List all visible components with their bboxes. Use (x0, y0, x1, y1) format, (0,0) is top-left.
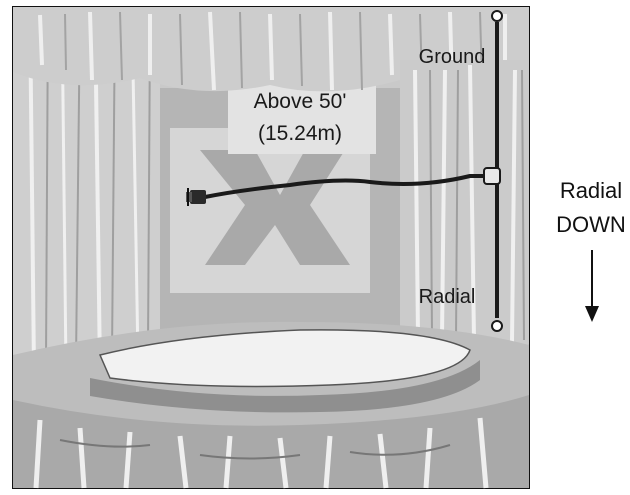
feedpoint-icon (484, 168, 500, 184)
height-label-line1: Above 50' (254, 90, 347, 113)
radial-end-cap-icon (492, 321, 502, 331)
ground-label: Ground (419, 46, 486, 68)
direction-label-line1: Radial (552, 178, 630, 204)
ground-end-cap-icon (492, 11, 502, 21)
height-label-line2: (15.24m) (258, 122, 342, 145)
bnc-connector-icon (186, 188, 206, 206)
arrow-down-icon (585, 250, 599, 322)
direction-label-line2: DOWN (552, 212, 630, 238)
radial-label: Radial (419, 286, 476, 308)
